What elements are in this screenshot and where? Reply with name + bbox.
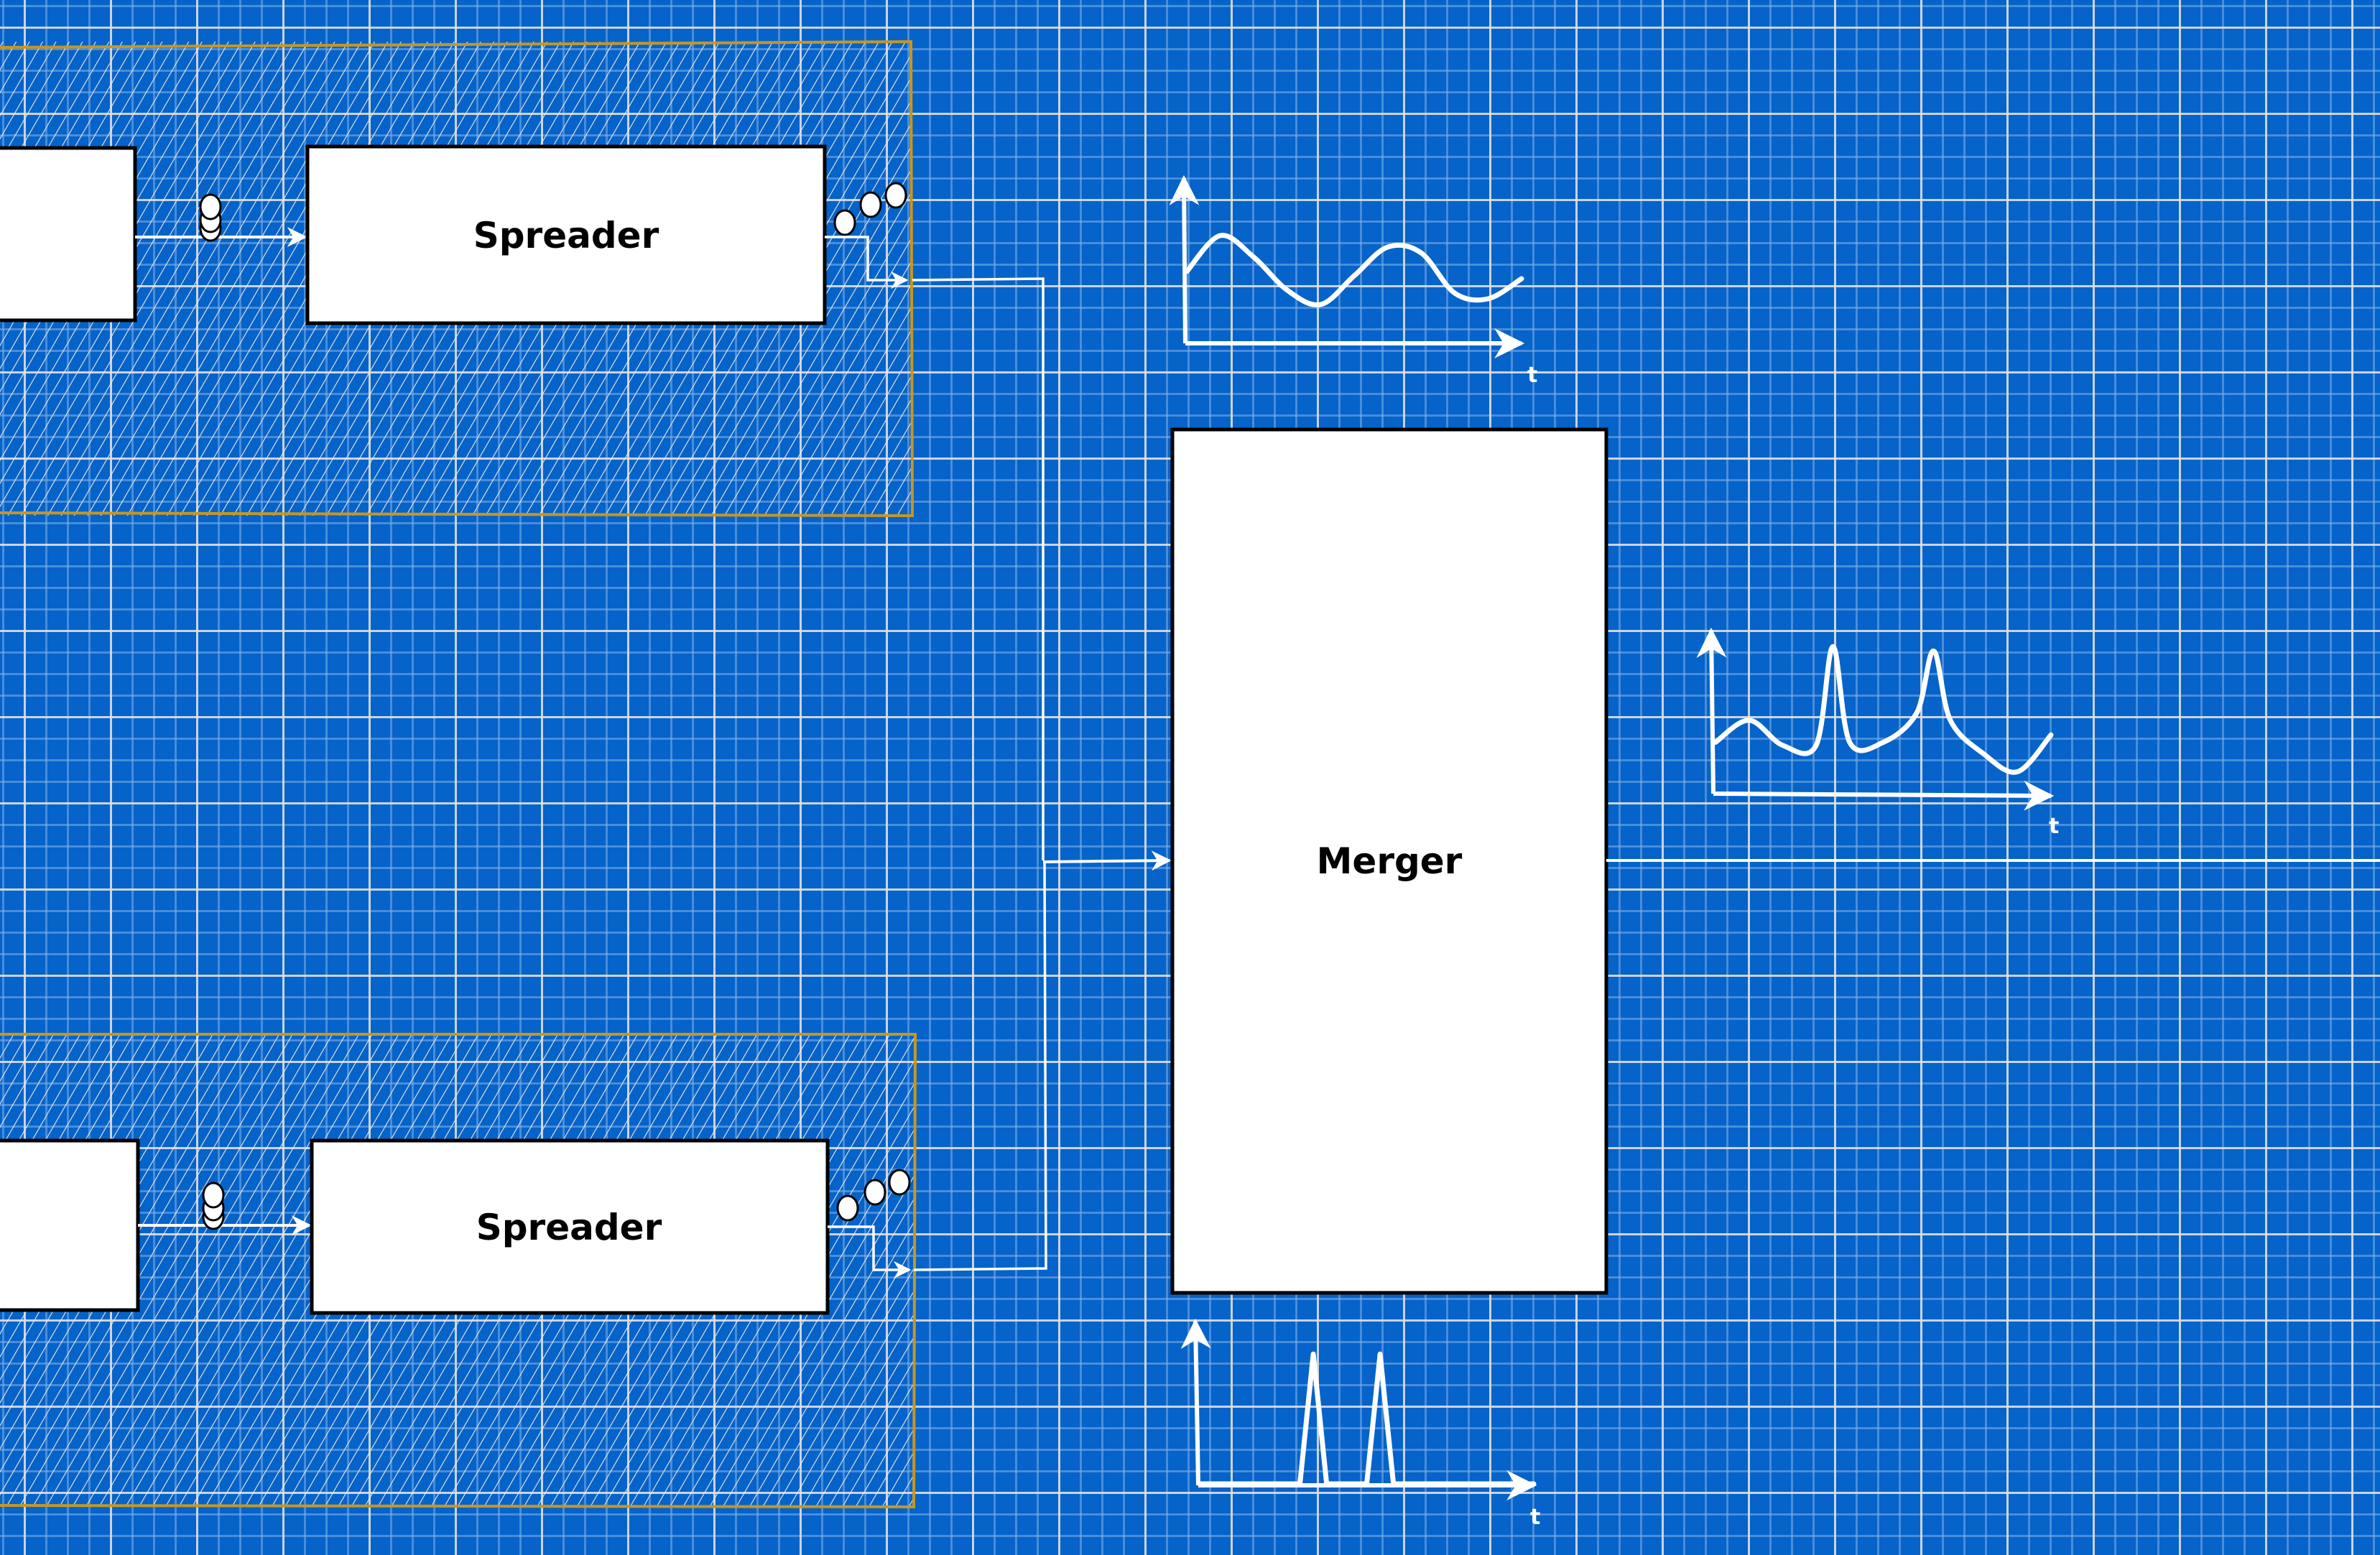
stacked-tokens-icon: [199, 193, 222, 242]
x-axis-label: t: [1530, 1505, 1540, 1530]
edge-bottom-spreader-to-merger: [828, 860, 1047, 1279]
spread-tokens-icon: [833, 182, 907, 236]
chart-load-smooth: t: [1169, 175, 1537, 388]
top-spreader-label: Spreader: [473, 215, 659, 256]
stacked-tokens-icon: [202, 1182, 225, 1230]
series-line: [1197, 1351, 1537, 1487]
y-axis: [1696, 627, 1727, 794]
series-line: [1184, 233, 1524, 308]
edge-bottom-source-to-spreader: [138, 1182, 312, 1235]
bottom-spreader-node[interactable]: Spreader: [310, 1138, 830, 1315]
spread-tokens-icon: [836, 1169, 911, 1222]
x-axis: [1713, 780, 2055, 811]
top-spreader-node[interactable]: Spreader: [305, 144, 827, 325]
top-source-node[interactable]: [0, 146, 137, 322]
y-axis: [1169, 175, 1200, 344]
bottom-source-node[interactable]: [0, 1138, 140, 1312]
x-axis-label: t: [1527, 363, 1537, 388]
y-axis: [1180, 1318, 1211, 1486]
series-line: [1713, 644, 2054, 775]
chart-pulses: t: [1180, 1318, 1540, 1530]
edge-merge-into-merger: [1042, 850, 1172, 871]
chart-merged-output: t: [1696, 627, 2059, 839]
x-axis-label: t: [2049, 814, 2059, 839]
merger-label: Merger: [1317, 840, 1463, 882]
merger-node[interactable]: Merger: [1170, 427, 1608, 1295]
bottom-spreader-label: Spreader: [476, 1207, 662, 1248]
edge-top-source-to-spreader: [135, 193, 307, 247]
edge-top-spreader-to-merger: [825, 236, 1045, 860]
